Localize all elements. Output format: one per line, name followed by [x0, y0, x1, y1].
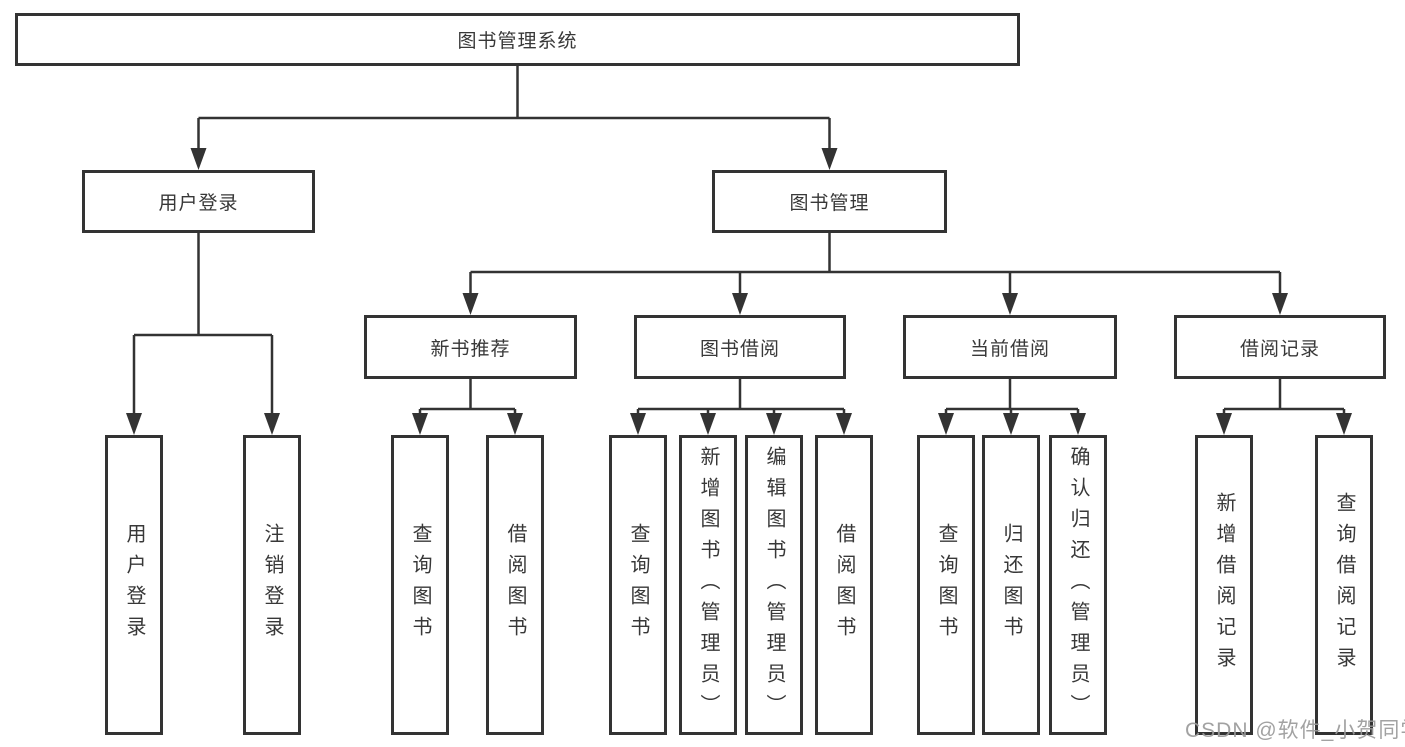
leaf-label: 注销登录 — [261, 523, 283, 647]
leaf-label: 借阅图书 — [504, 523, 526, 647]
leaf-query-borrow-record: 查询借阅记录 — [1315, 435, 1373, 735]
node-label: 用户登录 — [158, 193, 239, 214]
connector-book-management-branch — [462, 233, 1288, 315]
leaf-confirm-return-admin: 确认归还（管理员） — [1049, 435, 1107, 735]
leaf-user-login: 用户登录 — [105, 435, 163, 735]
node-label: 图书管理系统 — [457, 31, 578, 52]
leaf-label: 借阅图书 — [833, 523, 855, 647]
leaf-label: 查询图书 — [409, 523, 431, 647]
leaf-label: 编辑图书（管理员） — [763, 445, 785, 725]
leaf-add-books-admin: 新增图书（管理员） — [679, 435, 737, 735]
connector-borrow-records-branch — [1216, 379, 1352, 435]
node-label: 当前借阅 — [969, 338, 1050, 360]
connector-root-branch — [190, 66, 838, 170]
connector-book-borrow-branch — [630, 379, 852, 435]
leaf-label: 新增借阅记录 — [1213, 492, 1235, 678]
node-current-borrow: 当前借阅 — [903, 315, 1117, 379]
leaf-return-books: 归还图书 — [982, 435, 1040, 735]
leaf-label: 查询图书 — [935, 523, 957, 647]
leaf-logout: 注销登录 — [243, 435, 301, 735]
node-user-login: 用户登录 — [82, 170, 315, 233]
connector-current-borrow-branch — [938, 379, 1086, 435]
node-borrow-records: 借阅记录 — [1174, 315, 1386, 379]
leaf-borrow-books: 借阅图书 — [815, 435, 873, 735]
connector-new-book-branch — [412, 379, 523, 435]
leaf-add-borrow-record: 新增借阅记录 — [1195, 435, 1253, 735]
node-label: 借阅记录 — [1239, 338, 1320, 360]
leaf-label: 查询借阅记录 — [1333, 492, 1355, 678]
leaf-label: 查询图书 — [627, 523, 649, 647]
node-book-management: 图书管理 — [712, 170, 947, 233]
leaf-query-books-borrow: 查询图书 — [609, 435, 667, 735]
leaf-label: 归还图书 — [1000, 523, 1022, 647]
leaf-query-books-current: 查询图书 — [917, 435, 975, 735]
node-label: 图书借阅 — [699, 338, 780, 360]
leaf-label: 确认归还（管理员） — [1067, 445, 1089, 725]
csdn-watermark: CSDN @软件_小贺同学 — [1185, 719, 1405, 742]
node-library-management-system: 图书管理系统 — [15, 13, 1020, 66]
leaf-label: 新增图书（管理员） — [697, 445, 719, 725]
connector-user-login-branch — [126, 233, 280, 435]
leaf-edit-books-admin: 编辑图书（管理员） — [745, 435, 803, 735]
leaf-borrow-books-recommend: 借阅图书 — [486, 435, 544, 735]
node-label: 新书推荐 — [430, 338, 511, 360]
node-book-borrow: 图书借阅 — [634, 315, 846, 379]
node-new-book-recommend: 新书推荐 — [364, 315, 577, 379]
leaf-label: 用户登录 — [123, 523, 145, 647]
leaf-query-books-recommend: 查询图书 — [391, 435, 449, 735]
node-label: 图书管理 — [789, 193, 870, 214]
